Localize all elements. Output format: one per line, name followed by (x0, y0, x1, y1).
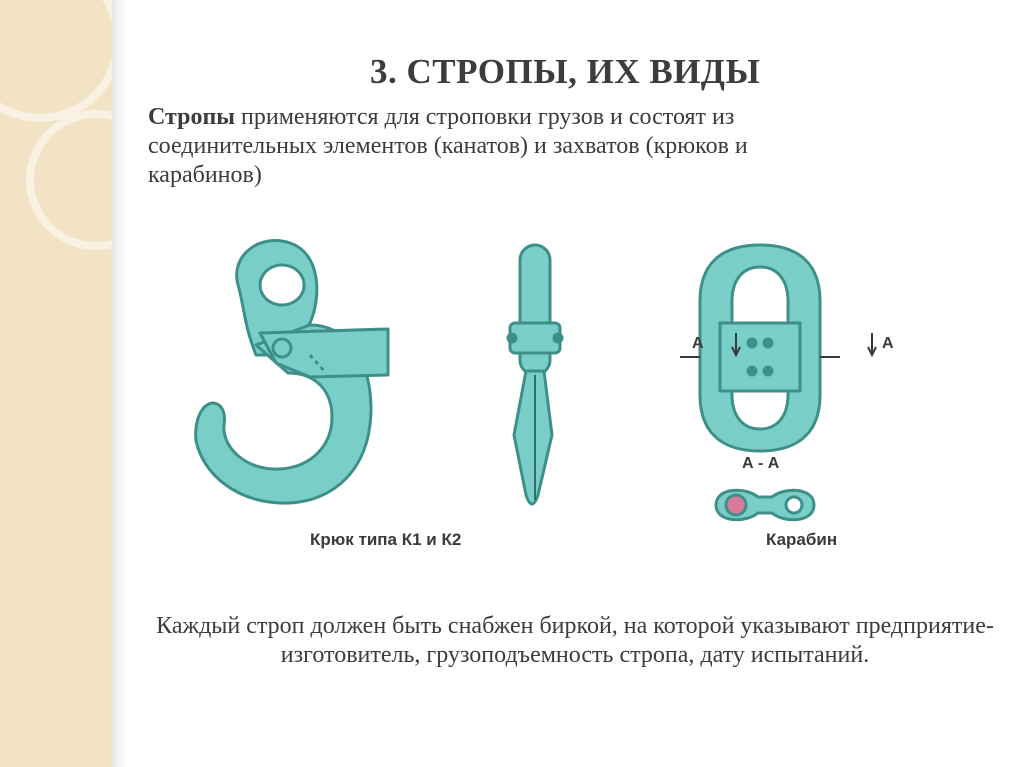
carabiner-caption: Карабин (766, 530, 837, 549)
hook-latch (258, 327, 390, 379)
slide-title: 3. СТРОПЫ, ИХ ВИДЫ (370, 52, 761, 91)
slings-diagram: А А А - А Крюк типа К1 и К2 Карабин (194, 239, 894, 549)
carabiner-clamp (718, 321, 802, 393)
decorative-side-strip (0, 0, 112, 767)
hook-tip-profile (512, 369, 554, 506)
hook-k1-k2-drawing (194, 239, 390, 505)
carabiner-section-hollow (784, 495, 804, 515)
tag-requirement-note: Каждый строп должен быть снабжен биркой,… (156, 613, 994, 668)
carabiner-loop (698, 243, 822, 453)
decorative-rings (0, 0, 112, 250)
intro-paragraph: Стропы применяются для строповки грузов … (148, 103, 768, 190)
hook-caption: Крюк типа К1 и К2 (310, 530, 461, 549)
intro-term: Стропы (148, 104, 236, 130)
carabiner-drawing (698, 243, 822, 522)
section-mark-right: А (882, 335, 894, 352)
section-mark-left: А (692, 335, 704, 352)
carabiner-section-filled (724, 493, 748, 517)
section-title: А - А (742, 455, 780, 472)
hook-side-view-drawing (506, 243, 564, 506)
hook-eye (235, 239, 319, 357)
side-strip-shadow (112, 0, 126, 767)
intro-text: применяются для строповки грузов и состо… (148, 104, 748, 188)
section-markers (680, 333, 877, 358)
hook-shank (518, 243, 552, 377)
hook-latch-pin (271, 337, 293, 359)
